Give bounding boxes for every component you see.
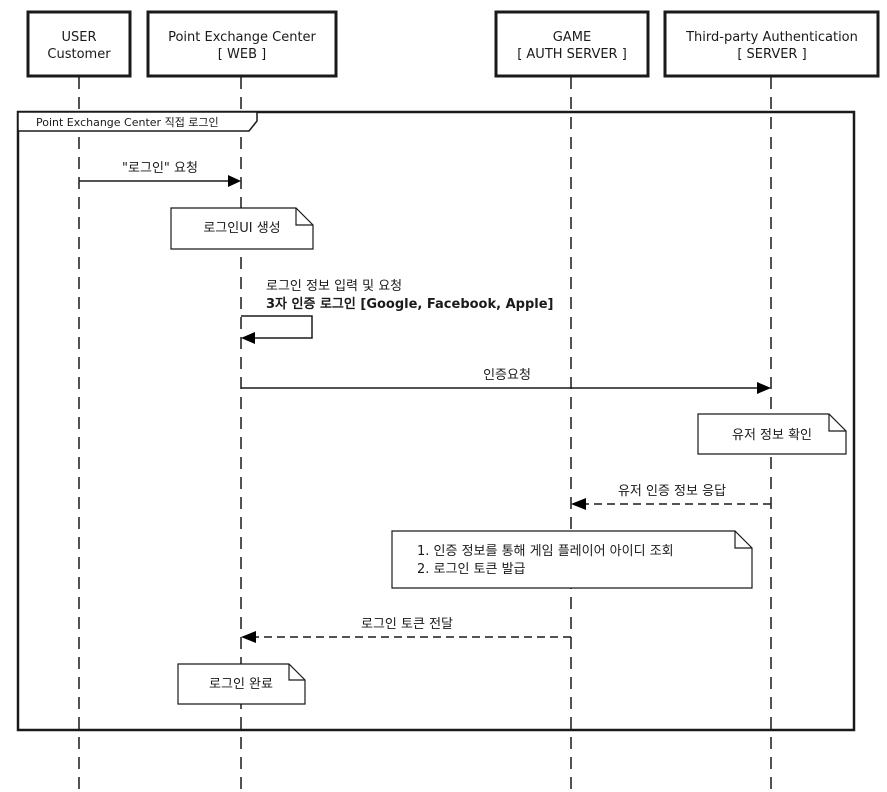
participant-user-name: USER xyxy=(61,30,96,45)
participant-third-role: [ SERVER ] xyxy=(737,47,806,62)
arrowhead-icon xyxy=(241,332,255,344)
arrowhead-icon xyxy=(571,498,586,510)
frame-label: Point Exchange Center 직접 로그인 xyxy=(36,116,219,129)
message-label: "로그인" 요청 xyxy=(122,161,198,176)
message-user-auth-response[interactable]: 유저 인증 정보 응답 xyxy=(571,484,771,510)
message-label-line1: 로그인 정보 입력 및 요청 xyxy=(266,279,402,294)
arrowhead-icon xyxy=(757,382,771,394)
message-label: 로그인 토큰 전달 xyxy=(361,617,453,632)
note-login-ui[interactable]: 로그인UI 생성 xyxy=(170,207,314,250)
participant-web-role: [ WEB ] xyxy=(218,47,266,62)
participant-game[interactable]: GAME [ AUTH SERVER ] xyxy=(494,10,650,78)
participant-third[interactable]: Third-party Authentication [ SERVER ] xyxy=(663,10,880,78)
message-token-delivery[interactable]: 로그인 토큰 전달 xyxy=(241,617,571,643)
participant-web[interactable]: Point Exchange Center [ WEB ] xyxy=(146,10,338,78)
note-login-complete[interactable]: 로그인 완료 xyxy=(177,663,306,705)
note-text: 로그인 완료 xyxy=(209,677,273,692)
interaction-frame: Point Exchange Center 직접 로그인 xyxy=(16,110,856,732)
message-label: 유저 인증 정보 응답 xyxy=(618,484,726,499)
participant-user-role: Customer xyxy=(47,47,111,62)
participant-game-role: [ AUTH SERVER ] xyxy=(517,47,627,62)
note-user-info-check[interactable]: 유저 정보 확인 xyxy=(697,413,847,455)
message-label: 인증요청 xyxy=(483,368,531,383)
message-login-request[interactable]: "로그인" 요청 xyxy=(79,161,241,187)
note-text-line2: 2. 로그인 토큰 발급 xyxy=(417,562,526,577)
note-text: 로그인UI 생성 xyxy=(203,221,280,236)
note-token-issue[interactable]: 1. 인증 정보를 통해 게임 플레이어 아이디 조회 2. 로그인 토큰 발급 xyxy=(391,530,753,589)
participant-third-name: Third-party Authentication xyxy=(685,30,858,45)
participant-web-name: Point Exchange Center xyxy=(168,30,316,45)
message-label-line2: 3자 인증 로그인 [Google, Facebook, Apple] xyxy=(266,296,553,312)
note-text: 유저 정보 확인 xyxy=(732,428,812,443)
arrowhead-icon xyxy=(241,631,256,643)
note-text-line1: 1. 인증 정보를 통해 게임 플레이어 아이디 조회 xyxy=(417,544,674,559)
message-self-login-info[interactable]: 로그인 정보 입력 및 요청 3자 인증 로그인 [Google, Facebo… xyxy=(241,279,553,344)
arrowhead-icon xyxy=(228,175,241,187)
message-auth-request[interactable]: 인증요청 xyxy=(241,368,771,394)
participant-user[interactable]: USER Customer xyxy=(26,10,132,78)
participant-game-name: GAME xyxy=(553,30,591,45)
